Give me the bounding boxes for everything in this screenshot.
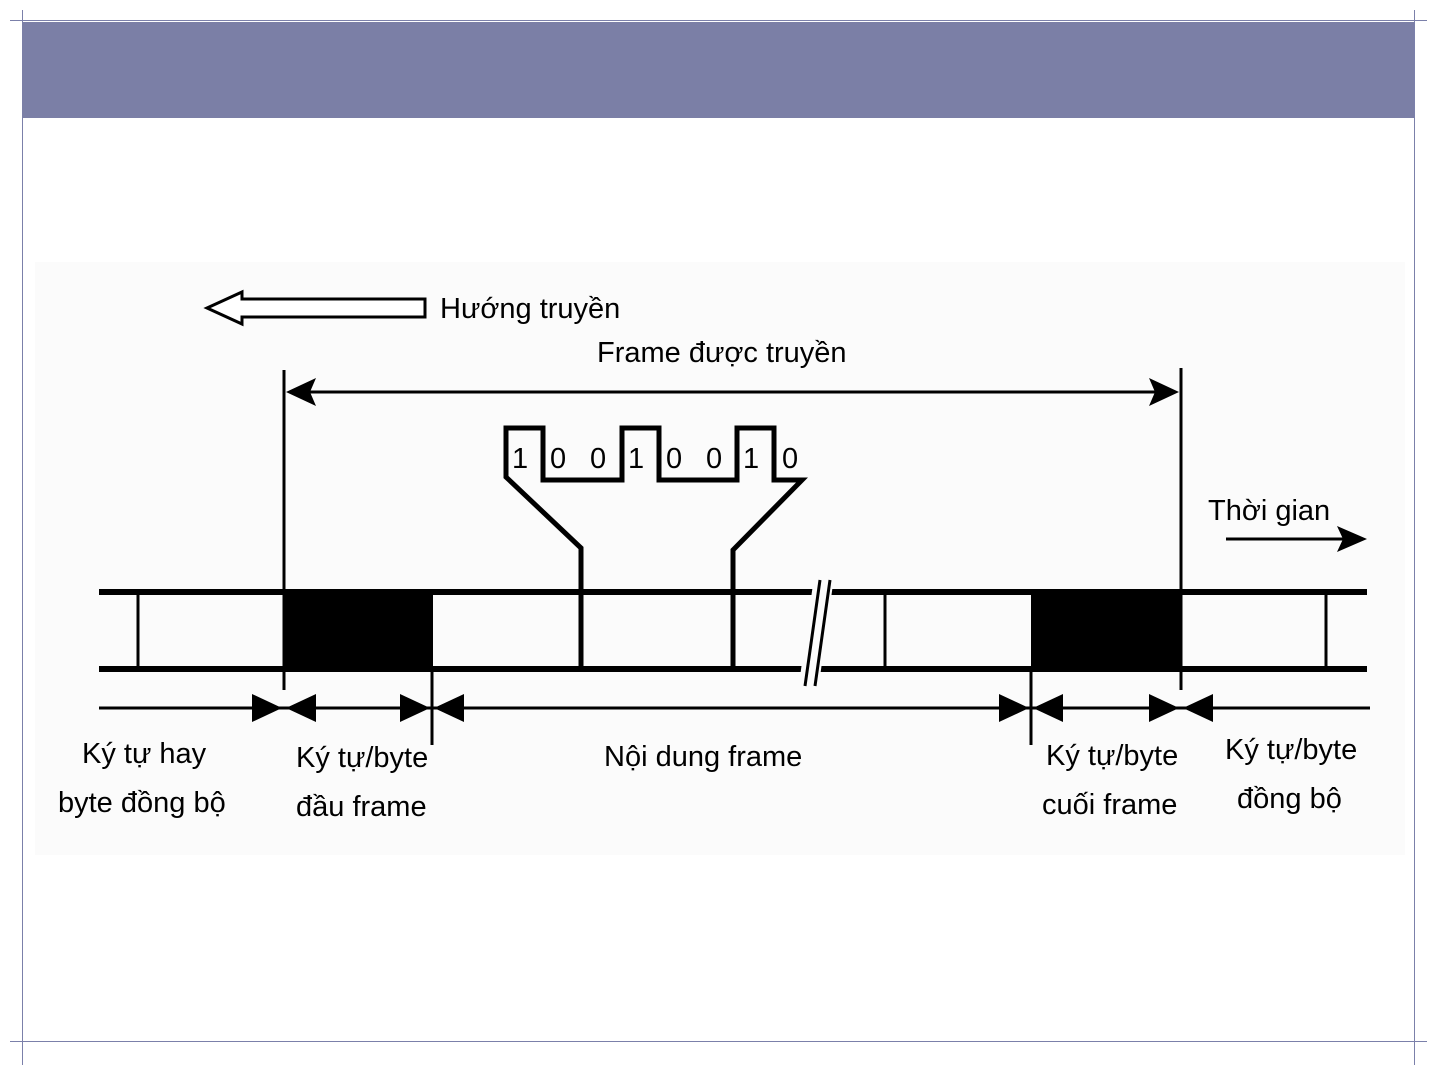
- frame-start-byte: [284, 592, 433, 669]
- frame-end-byte: [1031, 592, 1182, 669]
- end-byte-label-line2: cuối frame: [1042, 789, 1177, 821]
- bit-5: 0: [706, 443, 722, 475]
- diagram-area: [35, 262, 1405, 855]
- bit-0: 1: [512, 443, 528, 475]
- content-label: Nội dung frame: [604, 741, 802, 773]
- direction-arrow-icon: [203, 289, 427, 327]
- start-byte-label-line2: đầu frame: [296, 791, 427, 823]
- slide-border-bottom: [10, 1041, 1427, 1042]
- sync-left-label-line1: Ký tự hay: [82, 738, 207, 770]
- slide-border-left: [22, 10, 23, 1065]
- arrowhead-left: [286, 378, 316, 406]
- end-byte-label-line1: Ký tự/byte: [1046, 740, 1178, 772]
- segment-arrowheads: [252, 694, 1213, 722]
- frame-label: Frame được truyền: [597, 337, 847, 369]
- time-arrowhead: [1337, 526, 1367, 552]
- bit-waveform: [503, 425, 808, 672]
- direction-label: Hướng truyền: [440, 293, 620, 325]
- bit-3: 1: [628, 443, 644, 475]
- break-mark: [798, 578, 834, 690]
- sync-right-label-line1: Ký tự/byte: [1225, 734, 1357, 766]
- slide-border-right: [1414, 10, 1415, 1065]
- slide-border-top: [10, 20, 1427, 21]
- time-label: Thời gian: [1208, 495, 1330, 527]
- sync-right-label-line2: đồng bộ: [1237, 783, 1342, 815]
- slide-header-band: [22, 22, 1414, 118]
- bit-7: 0: [782, 443, 798, 475]
- start-byte-label-line1: Ký tự/byte: [296, 742, 428, 774]
- bit-6: 1: [743, 443, 759, 475]
- bit-2: 0: [590, 443, 606, 475]
- bit-1: 0: [550, 443, 566, 475]
- bit-4: 0: [666, 443, 682, 475]
- sync-left-label-line2: byte đồng bộ: [58, 787, 226, 819]
- arrowhead-right: [1149, 378, 1179, 406]
